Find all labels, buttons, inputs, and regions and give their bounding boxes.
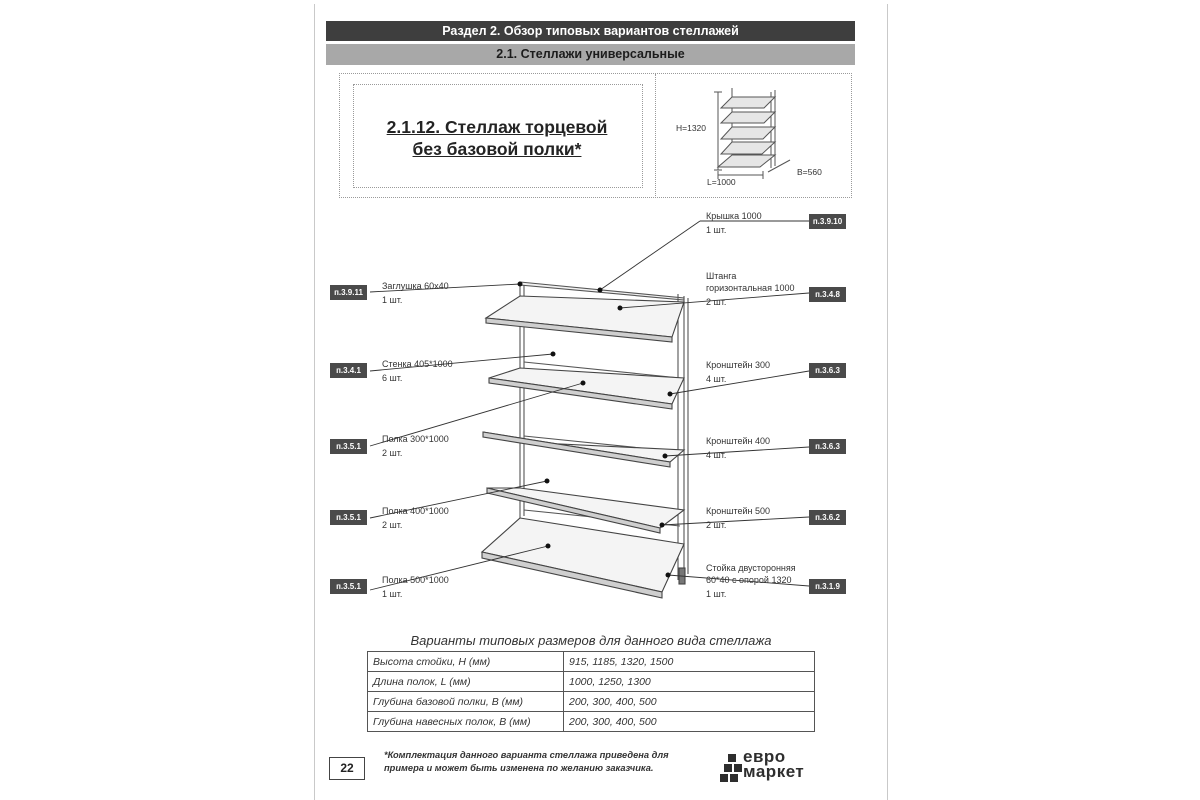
logo-line2: маркет bbox=[743, 762, 805, 781]
table-cell: Глубина навесных полок, B (мм) bbox=[367, 711, 564, 732]
callout-qty: 2 шт. bbox=[382, 448, 403, 458]
ref-badge: п.3.1.9 bbox=[809, 579, 846, 594]
callout-polka-400: Полка 400*1000 2 шт. bbox=[382, 505, 449, 531]
ref-badge: п.3.5.1 bbox=[330, 439, 367, 454]
table-row: Высота стойки, H (мм) 915, 1185, 1320, 1… bbox=[367, 651, 815, 672]
ref-badge: п.3.4.1 bbox=[330, 363, 367, 378]
callout-qty: 1 шт. bbox=[706, 589, 727, 599]
unit-title-line2: без базовой полки* bbox=[412, 139, 582, 159]
callout-shtanga: Штанга горизонтальная 1000 2 шт. bbox=[706, 270, 794, 308]
callout-stenka: Стенка 405*1000 6 шт. bbox=[382, 358, 453, 384]
footnote: *Комплектация данного варианта стеллажа … bbox=[384, 749, 714, 775]
callout-polka-500: Полка 500*1000 1 шт. bbox=[382, 574, 449, 600]
shelf-1-lip bbox=[485, 317, 673, 343]
callout-name: Штанга bbox=[706, 271, 737, 281]
ref-badge: п.3.6.2 bbox=[809, 510, 846, 525]
table-row: Глубина навесных полок, B (мм) 200, 300,… bbox=[367, 711, 815, 732]
callout-name: Кронштейн 300 bbox=[706, 360, 770, 370]
euromarket-logo-text: евро маркет bbox=[743, 747, 805, 781]
callout-polka-300: Полка 300*1000 2 шт. bbox=[382, 433, 449, 459]
callout-kronshtein-400: Кронштейн 400 4 шт. bbox=[706, 435, 770, 461]
subsection-title: 2.1. Стеллажи универсальные bbox=[326, 44, 855, 65]
callout-qty: 6 шт. bbox=[382, 373, 403, 383]
euromarket-logo-icon bbox=[720, 754, 742, 782]
ref-badge: п.3.5.1 bbox=[330, 579, 367, 594]
callout-qty: 4 шт. bbox=[706, 374, 727, 384]
ref-badge: п.3.6.3 bbox=[809, 439, 846, 454]
callout-qty: 2 шт. bbox=[382, 520, 403, 530]
unit-title-line1: 2.1.12. Стеллаж торцевой bbox=[386, 117, 608, 137]
unit-title: 2.1.12. Стеллаж торцевой без базовой пол… bbox=[353, 116, 641, 160]
callout-qty: 2 шт. bbox=[706, 297, 727, 307]
sizes-table: Высота стойки, H (мм) 915, 1185, 1320, 1… bbox=[367, 651, 815, 732]
shelf-5-lip bbox=[481, 551, 663, 599]
table-row: Длина полок, L (мм) 1000, 1250, 1300 bbox=[367, 671, 815, 692]
table-cell: Высота стойки, H (мм) bbox=[367, 651, 564, 672]
shelf-4-lip bbox=[486, 487, 661, 534]
callout-kronshtein-300: Кронштейн 300 4 шт. bbox=[706, 359, 770, 385]
shelves bbox=[480, 295, 686, 599]
table-cell: 200, 300, 400, 500 bbox=[563, 691, 815, 712]
leader-lines bbox=[369, 220, 810, 591]
table-cell: Глубина базовой полки, B (мм) bbox=[367, 691, 564, 712]
callout-name: Стенка 405*1000 bbox=[382, 359, 453, 369]
callout-name-line2: 60*40 с опорой 1320 bbox=[706, 575, 792, 585]
callout-name: Заглушка 60х40 bbox=[382, 281, 449, 291]
depth-label: B=560 bbox=[797, 167, 822, 177]
callout-qty: 1 шт. bbox=[706, 225, 727, 235]
callout-kronshtein-500: Кронштейн 500 2 шт. bbox=[706, 505, 770, 531]
footnote-line1: *Комплектация данного варианта стеллажа … bbox=[384, 750, 669, 760]
ref-badge: п.3.6.3 bbox=[809, 363, 846, 378]
leader-dots bbox=[517, 281, 673, 578]
ref-badge: п.3.9.10 bbox=[809, 214, 846, 229]
info-frame bbox=[339, 73, 852, 198]
table-cell: 200, 300, 400, 500 bbox=[563, 711, 815, 732]
callout-name: Кронштейн 500 bbox=[706, 506, 770, 516]
height-label: H=1320 bbox=[676, 123, 707, 133]
callout-name: Кронштейн 400 bbox=[706, 436, 770, 446]
footnote-line2: примера и может быть изменена по желанию… bbox=[384, 763, 654, 773]
callout-zaglushka: Заглушка 60х40 1 шт. bbox=[382, 280, 449, 306]
section-title: Раздел 2. Обзор типовых вариантов стелла… bbox=[326, 21, 855, 41]
ref-badge: п.3.9.11 bbox=[330, 285, 367, 300]
callout-name-line2: горизонтальная 1000 bbox=[706, 283, 795, 293]
callout-name: Стойка двусторонняя bbox=[706, 563, 796, 573]
page-number: 22 bbox=[329, 757, 365, 780]
callout-kryshka: Крышка 1000 1 шт. bbox=[706, 210, 762, 236]
callout-qty: 2 шт. bbox=[706, 520, 727, 530]
callout-name: Полка 300*1000 bbox=[382, 434, 449, 444]
callout-name: Полка 500*1000 bbox=[382, 575, 449, 585]
ref-badge: п.3.5.1 bbox=[330, 510, 367, 525]
frame-divider bbox=[655, 74, 656, 196]
callout-name: Крышка 1000 bbox=[706, 211, 762, 221]
table-cell: 1000, 1250, 1300 bbox=[563, 671, 815, 692]
callout-qty: 1 шт. bbox=[382, 295, 403, 305]
length-label: L=1000 bbox=[707, 177, 736, 187]
title-frame bbox=[353, 84, 643, 188]
logo-line1: евро bbox=[743, 747, 786, 766]
callout-stoika: Стойка двусторонняя 60*40 с опорой 1320 … bbox=[706, 562, 796, 600]
ref-badge: п.3.4.8 bbox=[809, 287, 846, 302]
table-cell: 915, 1185, 1320, 1500 bbox=[563, 651, 815, 672]
callout-qty: 4 шт. bbox=[706, 450, 727, 460]
shelf-2-lip bbox=[488, 377, 673, 410]
table-cell: Длина полок, L (мм) bbox=[367, 671, 564, 692]
sizes-table-caption: Варианты типовых размеров для данного ви… bbox=[410, 633, 772, 648]
callout-qty: 1 шт. bbox=[382, 589, 403, 599]
shelf-3-lip bbox=[482, 431, 671, 468]
table-row: Глубина базовой полки, B (мм) 200, 300, … bbox=[367, 691, 815, 712]
callout-name: Полка 400*1000 bbox=[382, 506, 449, 516]
